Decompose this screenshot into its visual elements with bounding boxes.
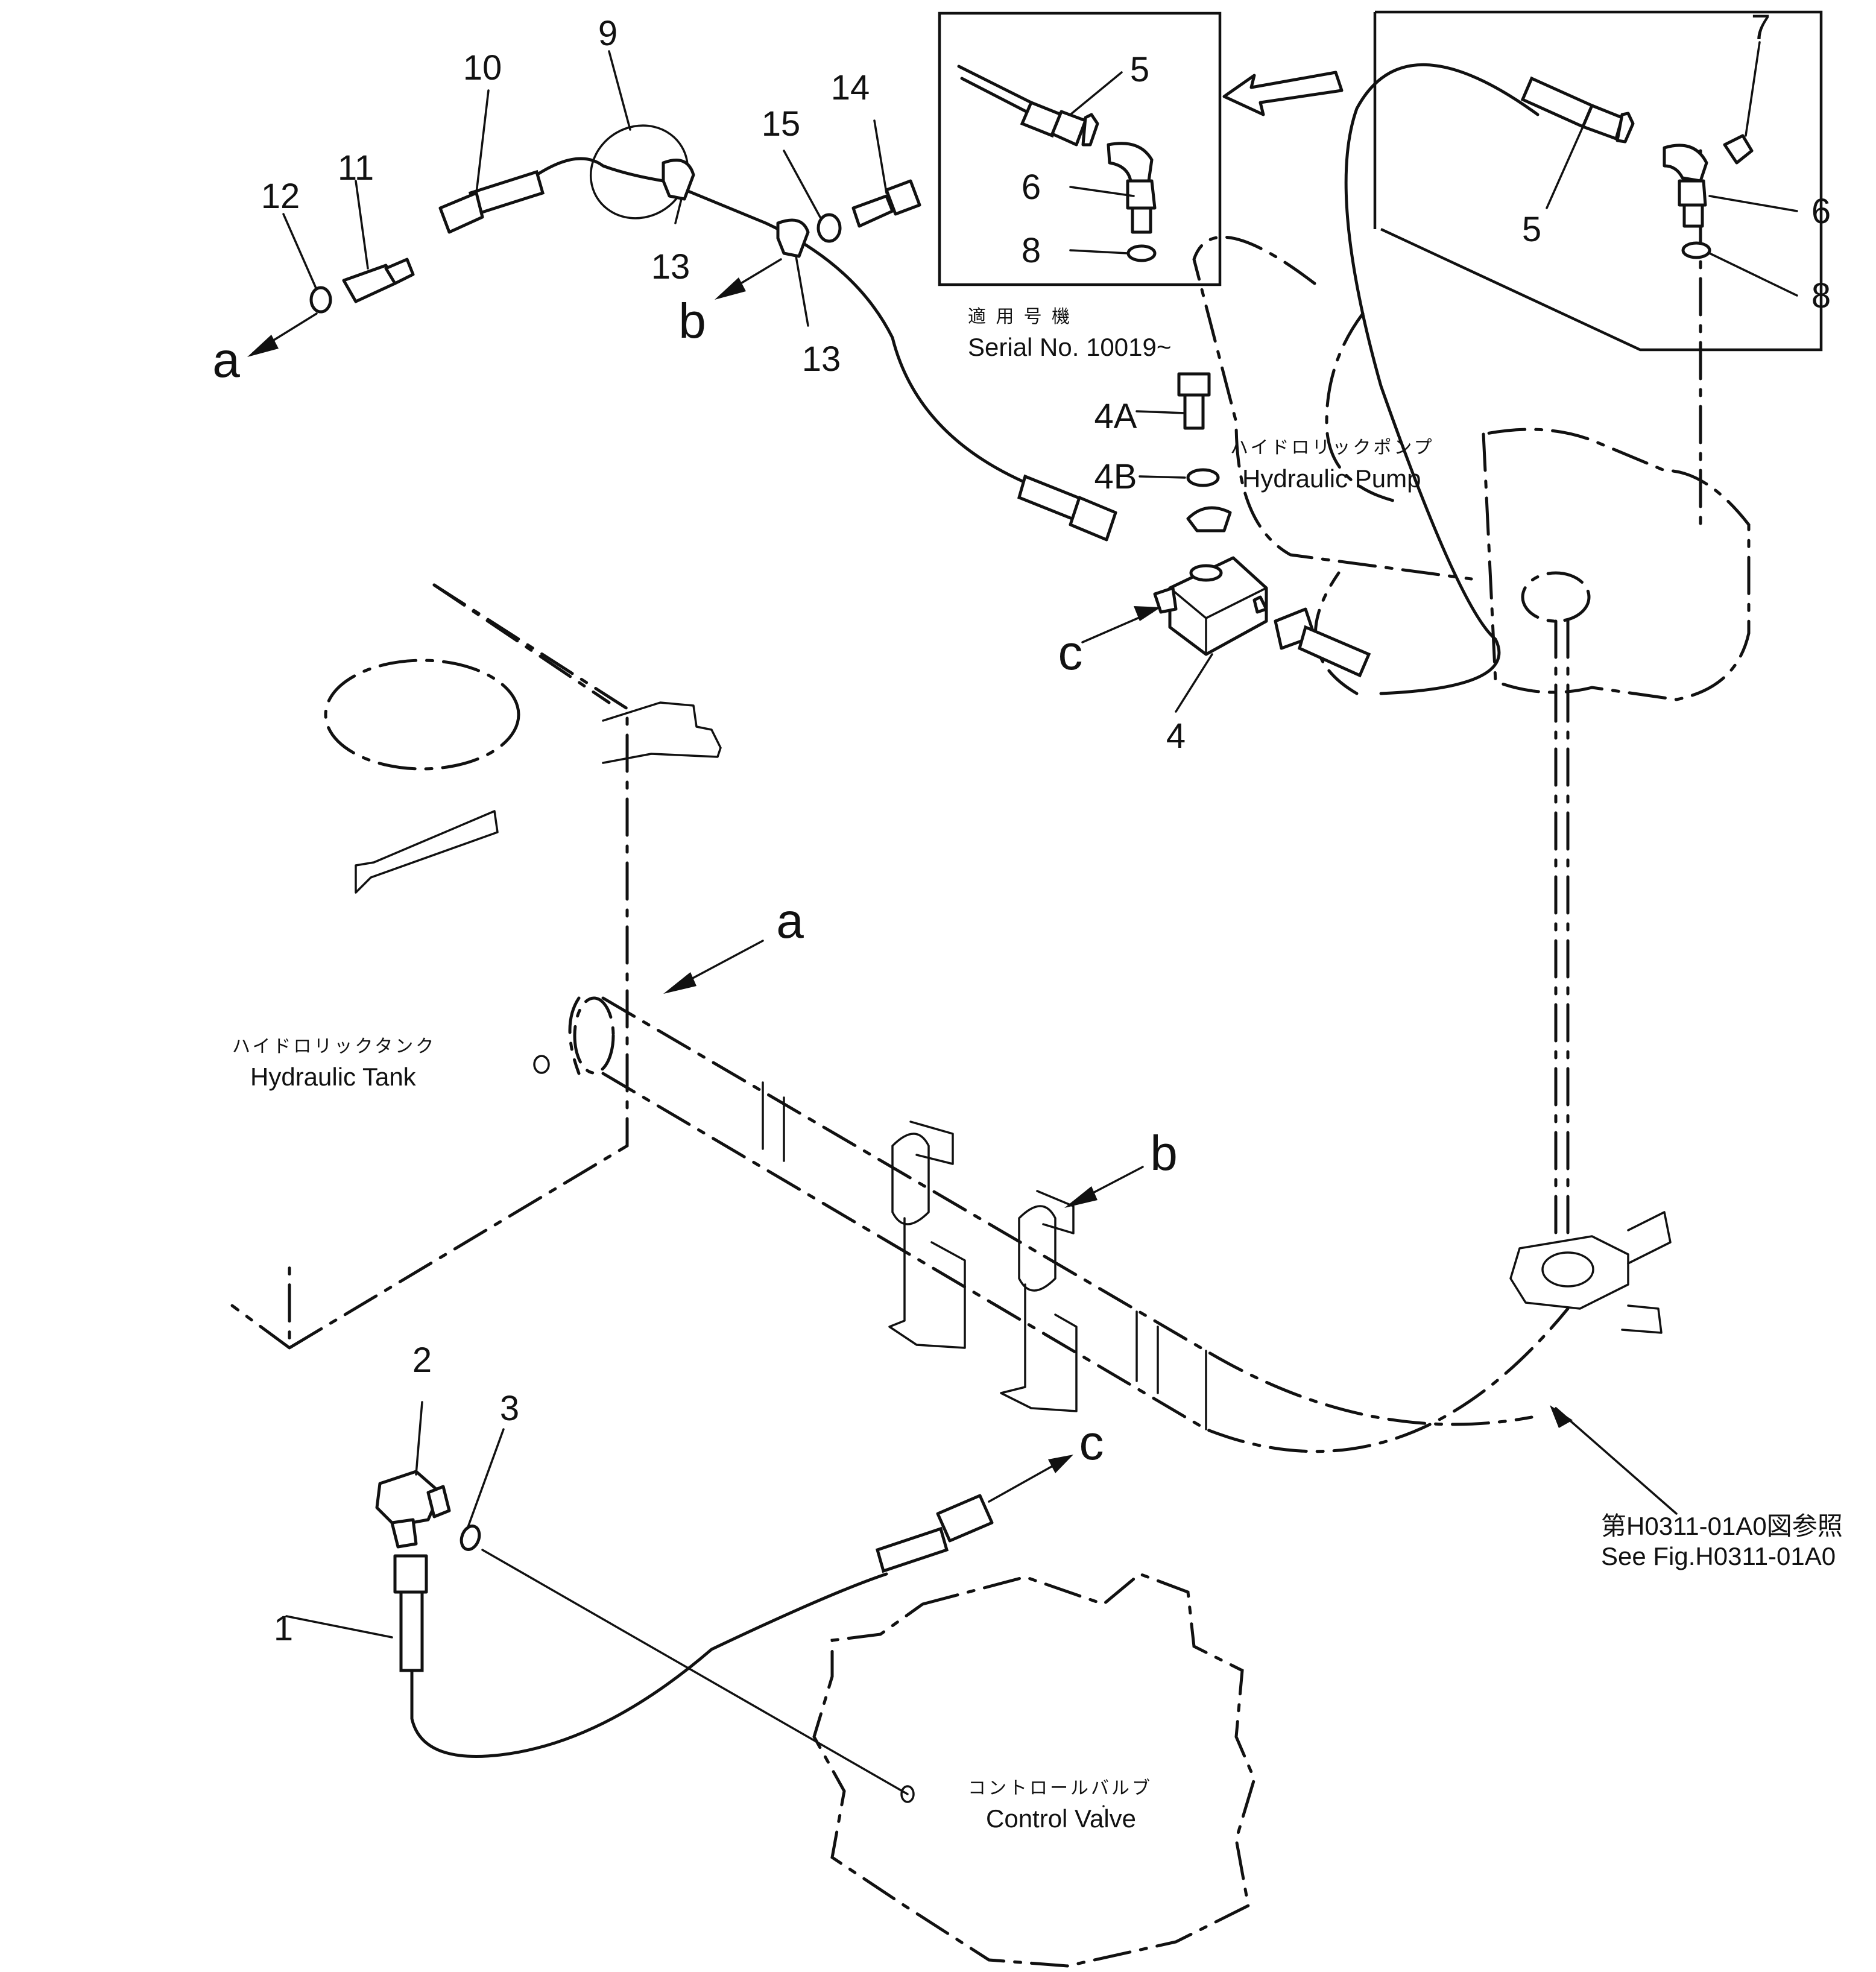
letter-a-top: a	[212, 333, 240, 388]
callout-11: 11	[338, 148, 374, 188]
callout-13-upper: 13	[651, 247, 690, 286]
callout-9: 9	[598, 14, 617, 53]
callout-4a: 4A	[1094, 397, 1137, 436]
inset-serial-label: Serial No. 10019~	[968, 333, 1171, 361]
callout-5-inset: 5	[1130, 50, 1149, 89]
inset-serial-variant	[938, 11, 1344, 286]
callout-2: 2	[412, 1341, 432, 1380]
callout-6: 6	[1811, 192, 1831, 231]
pump-jp-label: ハイドロリックポンプ	[1230, 438, 1435, 458]
callout-numbers: 1 2 3 4 4A 4B 5 6 8 5 6 7 8 9 10 11 12 1…	[261, 8, 1831, 1648]
tee-block-assembly	[1153, 372, 1371, 678]
control-valve-outline	[812, 1572, 1256, 1968]
callout-13-lower: 13	[802, 340, 841, 379]
tank-en-label: Hydraulic Tank	[250, 1063, 417, 1091]
callout-6-inset: 6	[1022, 168, 1041, 207]
callout-1: 1	[274, 1609, 293, 1648]
letter-c-bottom: c	[1079, 1415, 1104, 1470]
control-valve-hose-assembly	[375, 1470, 994, 1758]
suction-pipe	[568, 996, 1672, 1453]
callout-8: 8	[1811, 276, 1831, 315]
callout-3: 3	[500, 1389, 519, 1428]
callout-14: 14	[831, 68, 870, 107]
pump-detail-frame	[1373, 10, 1823, 352]
reference-jp-label: 第H0311-01A0図参照	[1601, 1512, 1843, 1540]
callout-4b: 4B	[1094, 457, 1137, 496]
component-labels: 適 用 号 機 Serial No. 10019~ ハイドロリックポンプ Hyd…	[232, 307, 1843, 1833]
letter-c-mid: c	[1058, 625, 1083, 680]
hydraulic-tank-outline	[230, 583, 722, 1351]
callout-15: 15	[762, 104, 801, 144]
pump-en-label: Hydraulic Pump	[1242, 464, 1421, 493]
connection-arrows	[247, 258, 1573, 1503]
callout-10: 10	[463, 48, 502, 87]
callout-12: 12	[261, 177, 300, 216]
tank-port	[533, 1055, 550, 1074]
callout-5: 5	[1522, 210, 1541, 249]
callout-7: 7	[1751, 8, 1770, 47]
inset-jp-label: 適 用 号 機	[968, 307, 1072, 327]
leader-lines	[282, 41, 1798, 1807]
connection-letters: a b c a b c	[212, 294, 1178, 1470]
tank-jp-label: ハイドロリックタンク	[232, 1037, 436, 1057]
pump-side-fittings	[1520, 76, 1754, 259]
callout-4: 4	[1166, 716, 1186, 756]
letter-b-top: b	[678, 294, 706, 349]
letter-a-pipe: a	[776, 894, 804, 949]
reference-en-label: See Fig.H0311-01A0	[1601, 1542, 1836, 1570]
gauge-hose-assembly	[309, 124, 1117, 542]
valve-jp-label: コントロールバルブ	[968, 1778, 1152, 1798]
callout-8-inset: 8	[1022, 231, 1041, 270]
letter-b-pipe: b	[1150, 1126, 1178, 1181]
valve-en-label: Control Valve	[986, 1804, 1136, 1833]
pump-loop-hose	[1344, 63, 1540, 695]
hydraulic-pump-outline	[1192, 149, 1751, 1238]
